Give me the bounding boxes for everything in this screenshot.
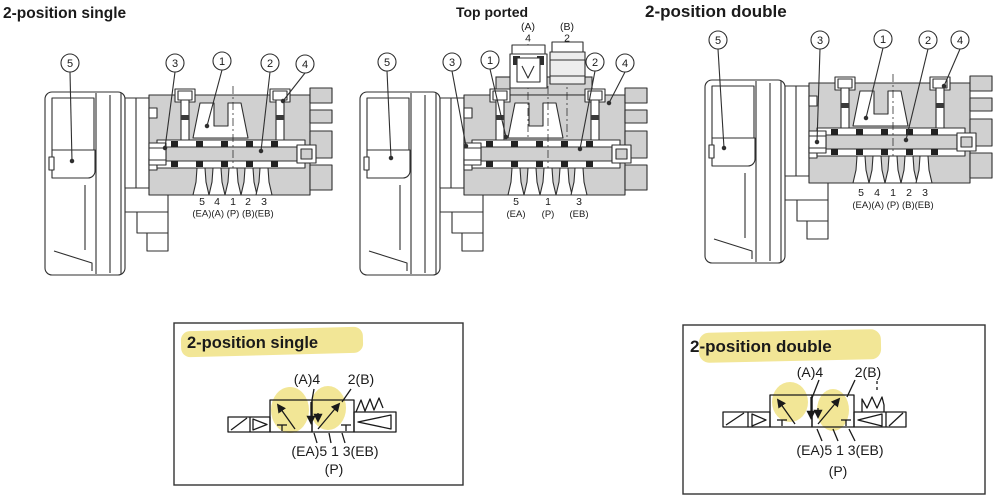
- section-cutaway-top-ported: Top ported (A) 4 (B): [359, 4, 648, 276]
- label-2b: 2(B): [855, 364, 881, 380]
- callout-1: 1: [219, 56, 225, 68]
- fitting-b: [549, 41, 586, 85]
- label-2b: 2(B): [348, 371, 374, 387]
- valve-symbol-double: [722, 379, 907, 442]
- title-highlight: [180, 326, 364, 358]
- label-a4: (A)4: [294, 371, 321, 387]
- position-highlight: [310, 386, 346, 430]
- callout-1: 1: [880, 34, 886, 46]
- valve-symbol-single: [227, 388, 397, 444]
- title-highlight: [698, 329, 882, 363]
- port-labels: 5 4 1 2 3 (EA)(A) (P) (B)(EB): [852, 187, 933, 211]
- port-name: (EB): [570, 209, 589, 220]
- label-p: (P): [325, 461, 344, 477]
- position-highlight: [271, 387, 309, 433]
- port-number: 4: [214, 196, 220, 208]
- symbol-box-single: 2-position single: [173, 322, 464, 486]
- section-title: 2-position double: [645, 2, 787, 21]
- label-p: (P): [829, 463, 848, 479]
- port-name: (P): [542, 209, 555, 220]
- callout-numbers: 5 3 1 2 4: [715, 34, 963, 47]
- top-fittings: [509, 41, 586, 138]
- port-number: 2: [245, 196, 251, 208]
- callout-5: 5: [67, 58, 73, 70]
- port-names: (EA)(A) (P) (B)(EB): [192, 209, 273, 220]
- callout-3: 3: [172, 58, 178, 70]
- callout-numbers: 5 3 1 2 4: [384, 55, 628, 70]
- port-name: (EA): [507, 209, 526, 220]
- callout-4: 4: [302, 59, 308, 71]
- top-port-labels: (A) 4 (B) 2: [521, 21, 574, 45]
- port-number: 3: [261, 196, 267, 208]
- callouts: [708, 29, 970, 151]
- callout-2: 2: [267, 58, 273, 70]
- solenoid-symbol-left: [722, 411, 771, 428]
- port-labels: 5 4 1 2 3 (EA)(A) (P) (B)(EB): [192, 196, 273, 220]
- label-bottom-ports: (EA)5 1 3(EB): [291, 443, 378, 459]
- section-title: Top ported: [456, 4, 528, 20]
- port-number: 1: [230, 196, 236, 208]
- port-number: 3: [576, 196, 582, 208]
- section-title: 2-position single: [3, 5, 127, 22]
- symbol-labels: (A)4 2(B) (EA)5 1 3(EB) (P): [291, 371, 378, 477]
- callout-5: 5: [715, 35, 721, 47]
- callout-3: 3: [449, 57, 455, 69]
- callout-4: 4: [622, 58, 628, 70]
- top-port-b-number: 2: [564, 33, 570, 45]
- symbol-box-double: 2-position double: [682, 324, 986, 495]
- callout-1: 1: [487, 55, 493, 67]
- spring-return-symbol: [353, 397, 397, 433]
- label-a4: (A)4: [797, 364, 824, 380]
- spring-detail: [861, 396, 885, 412]
- callouts: [60, 51, 315, 164]
- solenoid-symbol-right: [853, 381, 907, 428]
- port-names: (EA)(A) (P) (B)(EB): [852, 200, 933, 211]
- callout-3: 3: [817, 35, 823, 47]
- port-number: 5: [858, 187, 864, 199]
- callout-numbers: 5 3 1 2 4: [67, 56, 308, 71]
- port-number: 5: [513, 196, 519, 208]
- label-bottom-ports: (EA)5 1 3(EB): [796, 442, 883, 458]
- fitting-a: [509, 44, 548, 89]
- port-number: 1: [545, 196, 551, 208]
- port-number: 1: [890, 187, 896, 199]
- port-number: 3: [922, 187, 928, 199]
- callout-5: 5: [384, 57, 390, 69]
- port-number: 4: [874, 187, 880, 199]
- top-port-a-number: 4: [525, 33, 531, 45]
- section-cutaway-single: 2-position single 5 3 1 2 4 5 4 1 2 3 (E…: [3, 5, 333, 276]
- port-labels: 5 1 3 (EA) (P) (EB): [507, 196, 589, 220]
- symbol-title: 2-position single: [187, 334, 318, 352]
- top-port-b-name: (B): [560, 21, 574, 33]
- solenoid-symbol: [227, 416, 271, 433]
- callouts: [377, 50, 635, 161]
- symbol-title: 2-position double: [690, 337, 832, 356]
- section-cutaway-double: 2-position double 5 3 1 2 4 5 4 1 2 3 (E…: [645, 2, 993, 264]
- port-number: 2: [906, 187, 912, 199]
- position-highlight: [772, 382, 808, 422]
- port-number: 5: [199, 196, 205, 208]
- callout-4: 4: [957, 35, 963, 47]
- callout-2: 2: [925, 35, 931, 47]
- top-port-a-name: (A): [521, 21, 535, 33]
- symbol-labels: (A)4 2(B) (EA)5 1 3(EB) (P): [796, 364, 883, 479]
- callout-2: 2: [592, 57, 598, 69]
